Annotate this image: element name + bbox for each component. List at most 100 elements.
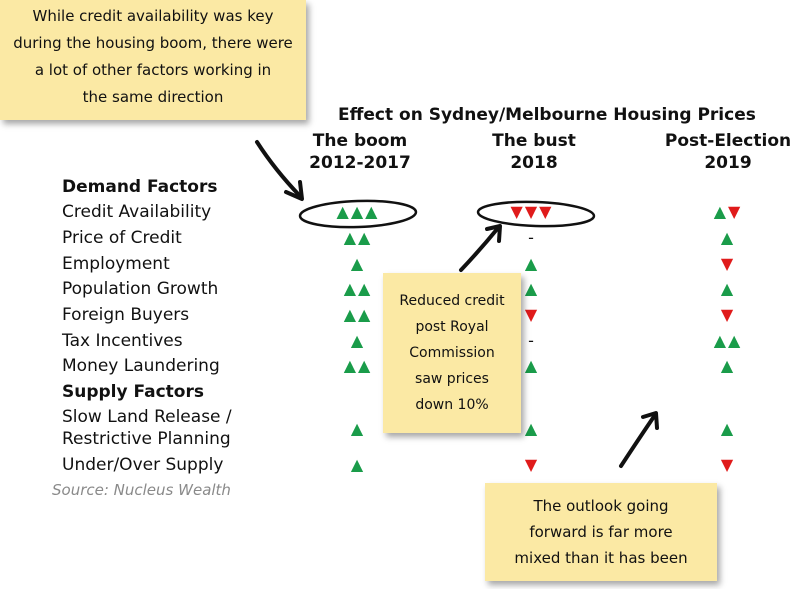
source-note: Source: Nucleus Wealth (52, 481, 231, 499)
indicator-r6-boom: ▲▲ (308, 355, 408, 377)
section-demand-factors: Demand Factors (62, 177, 218, 197)
sticky-note-bottom-line1: The outlook going (533, 497, 669, 515)
up-arrow-icon: ▲ (720, 279, 736, 298)
indicator-r7-post-election: ▲ (678, 418, 778, 440)
indicator-r6-bust: ▲ (482, 355, 582, 377)
column-header-bust-line1: The bust (492, 131, 576, 151)
up-arrow-icon: ▲ (524, 254, 540, 273)
indicator-r2-post-election: ▼ (678, 253, 778, 275)
indicator-r2-boom: ▲ (308, 253, 408, 275)
sticky-note-middle-line1: Reduced credit (399, 293, 505, 309)
down-arrow-icon: ▼ (524, 305, 540, 324)
up-arrow-icon: ▲ (524, 419, 540, 438)
chart-title: Effect on Sydney/Melbourne Housing Price… (338, 105, 756, 125)
sticky-note-bottom: The outlook going forward is far more mi… (485, 483, 717, 581)
column-header-post-election: Post-Election 2019 (658, 130, 798, 174)
down-arrow-icon: ▼ (510, 202, 525, 221)
up-arrow-icon: ▲ (720, 419, 736, 438)
row-label-slow-land-release-line2: Restrictive Planning (62, 429, 231, 449)
up-arrow-icon: ▲ (343, 305, 358, 324)
indicator-r1-boom: ▲▲ (308, 227, 408, 249)
sticky-note-middle: Reduced credit post Royal Commission saw… (383, 273, 521, 433)
sticky-note-top-line1: While credit availability was key (32, 7, 274, 25)
row-label-credit-availability: Credit Availability (62, 202, 212, 222)
arrow-bottom-note (619, 413, 657, 468)
indicator-r8-post-election: ▼ (678, 454, 778, 476)
indicator-r8-boom: ▲ (308, 454, 408, 476)
up-arrow-icon: ▲ (358, 279, 373, 298)
down-arrow-icon: ▼ (728, 202, 743, 221)
sticky-note-bottom-line2: forward is far more (529, 523, 673, 541)
up-arrow-icon: ▲ (524, 356, 540, 375)
column-header-boom-line2: 2012-2017 (309, 153, 411, 173)
section-supply-factors: Supply Factors (62, 382, 204, 402)
row-label-employment: Employment (62, 254, 170, 274)
sticky-note-middle-line4: saw prices (415, 371, 489, 387)
down-arrow-icon: ▼ (720, 455, 736, 474)
indicator-r7-boom: ▲ (308, 418, 408, 440)
up-arrow-icon: ▲ (720, 228, 736, 247)
up-arrow-icon: ▲ (713, 331, 728, 350)
up-arrow-icon: ▲ (365, 202, 380, 221)
sticky-note-middle-line3: Commission (409, 345, 495, 361)
down-arrow-icon: ▼ (539, 202, 554, 221)
row-label-money-laundering: Money Laundering (62, 356, 220, 376)
no-change-dash: - (528, 228, 536, 247)
indicator-r0-boom: ▲▲▲ (308, 201, 408, 223)
row-label-population-growth: Population Growth (62, 279, 219, 299)
up-arrow-icon: ▲ (343, 228, 358, 247)
indicator-r4-bust: ▼ (482, 304, 582, 326)
indicator-r2-bust: ▲ (482, 253, 582, 275)
row-label-foreign-buyers: Foreign Buyers (62, 305, 190, 325)
indicator-r4-post-election: ▼ (678, 304, 778, 326)
up-arrow-icon: ▲ (728, 331, 743, 350)
sticky-note-middle-line5: down 10% (415, 397, 489, 413)
indicator-r7-bust: ▲ (482, 418, 582, 440)
column-header-boom-line1: The boom (312, 131, 408, 151)
row-label-slow-land-release-line1: Slow Land Release / (62, 407, 232, 427)
up-arrow-icon: ▲ (336, 202, 351, 221)
sticky-note-middle-line2: post Royal (415, 319, 489, 335)
down-arrow-icon: ▼ (720, 254, 736, 273)
up-arrow-icon: ▲ (350, 419, 366, 438)
indicator-r8-bust: ▼ (482, 454, 582, 476)
sticky-note-top: While credit availability was key during… (0, 0, 306, 120)
arrow-bottom-note-head (641, 411, 659, 430)
indicator-r6-post-election: ▲ (678, 355, 778, 377)
indicator-r3-bust: ▲ (482, 278, 582, 300)
row-label-tax-incentives: Tax Incentives (62, 331, 183, 351)
column-header-bust: The bust 2018 (474, 130, 594, 174)
up-arrow-icon: ▲ (358, 228, 373, 247)
row-label-price-of-credit: Price of Credit (62, 228, 182, 248)
sticky-note-top-line2: during the housing boom, there were (13, 34, 293, 52)
up-arrow-icon: ▲ (720, 356, 736, 375)
no-change-dash: - (528, 331, 536, 350)
indicator-r4-boom: ▲▲ (308, 304, 408, 326)
up-arrow-icon: ▲ (358, 356, 373, 375)
sticky-note-top-line3: a lot of other factors working in (34, 61, 272, 79)
indicator-r3-boom: ▲▲ (308, 278, 408, 300)
indicator-r5-bust: - (482, 330, 582, 352)
indicator-r1-bust: - (482, 227, 582, 249)
indicator-r0-post-election: ▲▼ (678, 201, 778, 223)
column-header-post-election-line2: 2019 (704, 153, 752, 173)
row-label-slow-land-release: Slow Land Release / Restrictive Planning (62, 406, 232, 450)
up-arrow-icon: ▲ (350, 254, 366, 273)
arrow-top-note (255, 140, 302, 198)
up-arrow-icon: ▲ (524, 279, 540, 298)
up-arrow-icon: ▲ (343, 356, 358, 375)
indicator-r5-post-election: ▲▲ (678, 330, 778, 352)
up-arrow-icon: ▲ (350, 455, 366, 474)
down-arrow-icon: ▼ (524, 202, 540, 221)
sticky-note-top-line4: the same direction (82, 88, 224, 106)
up-arrow-icon: ▲ (358, 305, 373, 324)
indicator-r1-post-election: ▲ (678, 227, 778, 249)
column-header-post-election-line1: Post-Election (664, 131, 792, 151)
indicator-r3-post-election: ▲ (678, 278, 778, 300)
column-header-bust-line2: 2018 (510, 153, 558, 173)
up-arrow-icon: ▲ (350, 202, 366, 221)
up-arrow-icon: ▲ (343, 279, 358, 298)
up-arrow-icon: ▲ (350, 331, 366, 350)
column-header-boom: The boom 2012-2017 (300, 130, 420, 174)
down-arrow-icon: ▼ (720, 305, 736, 324)
